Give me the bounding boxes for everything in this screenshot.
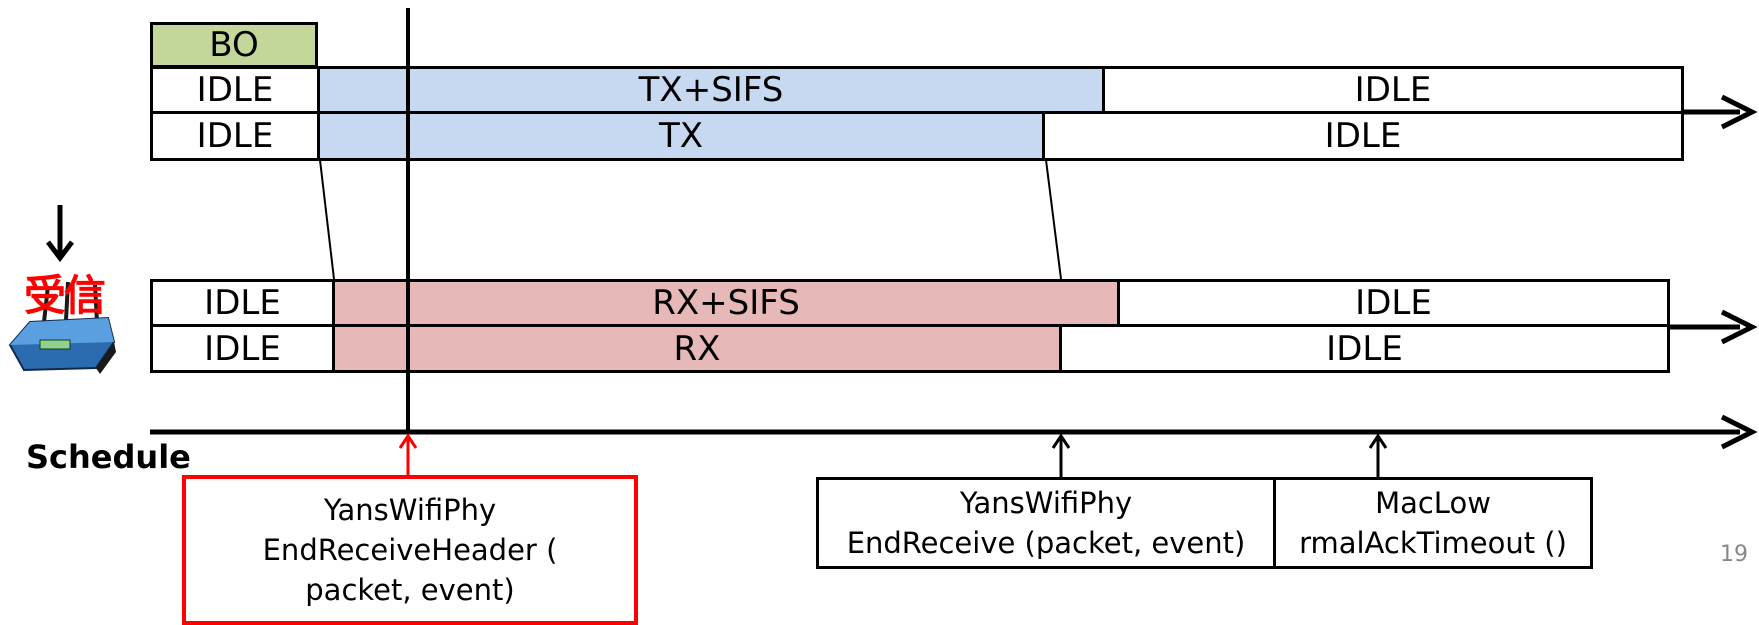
event-line: MacLow bbox=[1375, 486, 1491, 520]
event-line: packet, event) bbox=[305, 573, 515, 607]
event-line: EndReceive (packet, event) bbox=[846, 526, 1246, 560]
receive-label: 受信 bbox=[24, 271, 106, 320]
receiver-phy-rx: RX bbox=[332, 324, 1062, 373]
event-end-receive: YansWifiPhy EndReceive (packet, event) bbox=[816, 477, 1276, 569]
page-number: 19 bbox=[1720, 542, 1748, 567]
event-line: rmalAckTimeout () bbox=[1299, 526, 1567, 560]
sender-mac-idle-end: IDLE bbox=[1102, 66, 1684, 114]
backoff-segment: BO bbox=[150, 22, 318, 68]
timeline-arrows bbox=[8, 8, 1758, 478]
timeline-diagram: BO IDLE TX+SIFS IDLE IDLE TX IDLE IDLE R… bbox=[8, 8, 1758, 625]
receiver-mac-rx-sifs: RX+SIFS bbox=[332, 279, 1120, 327]
sender-phy-tx: TX bbox=[317, 111, 1045, 161]
schedule-axis-arrowhead bbox=[1720, 414, 1758, 450]
event-end-receive-header: YansWifiPhy EndReceiveHeader ( packet, e… bbox=[182, 475, 638, 625]
propagation-line-end bbox=[1045, 159, 1062, 280]
sender-phy-idle-start: IDLE bbox=[150, 111, 320, 161]
receive-down-arrowhead bbox=[46, 240, 74, 263]
schedule-label: Schedule bbox=[26, 438, 191, 476]
receiver-axis-arrowhead bbox=[1720, 309, 1758, 345]
sender-mac-tx-sifs: TX+SIFS bbox=[317, 66, 1105, 114]
receiver-mac-idle-start: IDLE bbox=[150, 279, 335, 327]
event-ack-timeout: MacLow rmalAckTimeout () bbox=[1273, 477, 1593, 569]
sender-axis-arrowhead bbox=[1720, 94, 1758, 130]
sender-phy-idle-end: IDLE bbox=[1042, 111, 1684, 161]
receiver-mac-idle-end: IDLE bbox=[1117, 279, 1670, 327]
event-line: YansWifiPhy bbox=[323, 493, 497, 527]
receiver-phy-idle-end: IDLE bbox=[1059, 324, 1670, 373]
event-line: YansWifiPhy bbox=[959, 486, 1133, 520]
wireless-router-icon bbox=[8, 281, 116, 374]
propagation-line-start bbox=[319, 159, 335, 280]
event-line: EndReceiveHeader ( bbox=[262, 533, 558, 567]
